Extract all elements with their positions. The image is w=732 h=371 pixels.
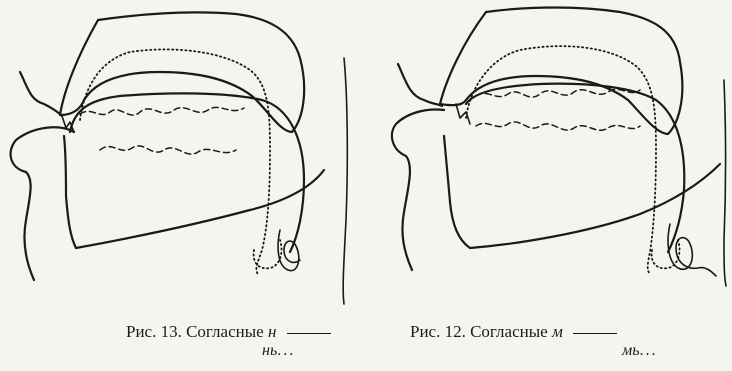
caption-fig12-subline: мь... [622, 342, 658, 360]
lower-dashed-wave-right [476, 122, 640, 130]
upper-teeth-right [456, 104, 470, 124]
caption-fig13-subline: нь... [262, 342, 295, 360]
caption-fig12-prefix: Рис. 12. Согласные [410, 322, 548, 341]
caption-fig12-symbol-dotted: мь [622, 342, 640, 359]
separator-right [724, 80, 726, 286]
caption-fig13-prefix: Рис. 13. Согласные [126, 322, 264, 341]
palate-outline-left [60, 12, 304, 132]
upper-dashed-wave-left [80, 107, 244, 115]
diagram-left [11, 12, 348, 304]
hard-palate-line-left [64, 136, 324, 248]
palate-outline-right [440, 8, 682, 135]
solid-line-legend-icon [573, 333, 617, 334]
upper-lip-left [20, 72, 62, 116]
caption-fig13-symbol-solid: н [268, 322, 276, 341]
pharynx-dotted-right [652, 240, 680, 268]
caption-fig13-ellipsis: ... [277, 342, 295, 359]
caption-fig13-symbol-dotted: нь [262, 342, 277, 359]
diagram-right [392, 8, 726, 287]
lower-lip-right [392, 110, 444, 270]
tongue-solid-right [466, 84, 684, 252]
hard-palate-line-right [444, 136, 720, 248]
upper-lip-right [398, 64, 442, 106]
caption-fig13: Рис. 13. Согласные н [126, 322, 331, 342]
caption-fig12-symbol-solid: м [552, 322, 563, 341]
separator-left [343, 58, 347, 304]
solid-line-legend-icon [287, 333, 331, 334]
tongue-dotted-left [80, 49, 270, 274]
caption-fig12: Рис. 12. Согласные м [410, 322, 617, 342]
caption-fig12-ellipsis: ... [640, 342, 658, 359]
lower-dashed-wave-left [100, 146, 236, 154]
